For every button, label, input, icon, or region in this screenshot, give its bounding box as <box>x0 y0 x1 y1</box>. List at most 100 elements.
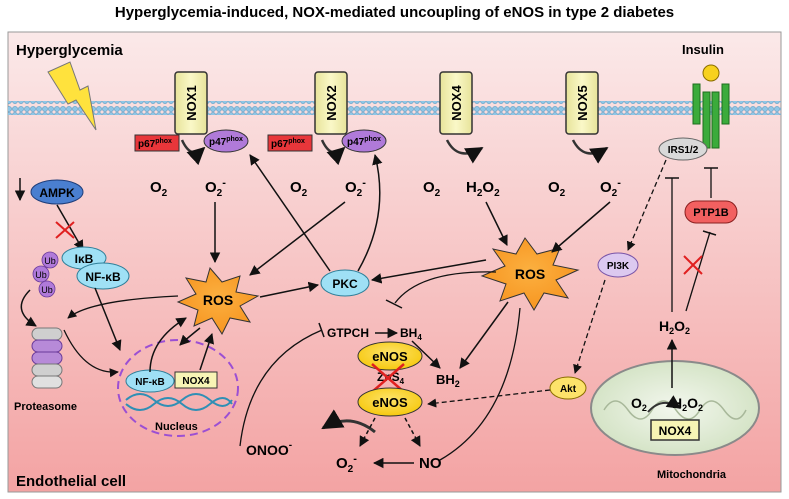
irs-to-pi3k-dashed <box>626 159 667 251</box>
ros-left-label: ROS <box>203 292 233 308</box>
nox2-label: NOX2 <box>324 85 339 120</box>
insulin-receptor-stem-right <box>711 91 720 149</box>
nox2-o2: O2 <box>290 179 308 199</box>
nox1-p67-label: p67phox <box>138 138 172 150</box>
nfkb-node <box>76 262 130 290</box>
ub-circle-3 <box>38 280 56 298</box>
mito-nox4-arc-arrow <box>647 395 682 413</box>
pkc-to-nox2 <box>357 153 383 272</box>
diagram-title: Hyperglycemia-induced, NOX-mediated unco… <box>114 4 675 21</box>
nox2-p67-label: p67phox <box>271 138 305 150</box>
onoo-label: ONOO- <box>246 440 292 458</box>
enos-top <box>357 341 423 371</box>
ub-to-proteasome-arrow <box>20 289 37 327</box>
nucleus-nox4-label: NOX4 <box>182 376 210 387</box>
nox2-p47-subunit <box>341 129 387 153</box>
ptp1b-node <box>684 200 738 224</box>
ampk-node <box>30 179 84 205</box>
insulin-receptor-group: IRS1/2 <box>658 64 730 161</box>
nox2-arc-arrow <box>320 139 346 166</box>
insulin-receptor-stem-left <box>702 91 711 149</box>
ikb-label: IκB <box>75 252 94 266</box>
enos-to-no-dashed <box>404 417 421 447</box>
lightning-bolt-icon <box>47 61 97 131</box>
ampk-cross-icon <box>55 221 75 239</box>
nucleus <box>117 339 239 437</box>
nox4-o2: O2 <box>423 179 441 199</box>
ros-left-to-nucleus <box>179 327 201 346</box>
nox2-superoxide: O2- <box>345 177 366 199</box>
nox4-label: NOX4 <box>449 85 464 121</box>
h2o2-inhibits-ptp1b <box>685 231 711 312</box>
nox4-h2o2: H2O2 <box>466 179 500 199</box>
nox4-protein <box>439 71 473 135</box>
ros-to-pkc <box>259 281 320 298</box>
onoo-gtpch-bar <box>318 322 325 338</box>
nfkb-to-nucleus-arrow <box>94 287 122 351</box>
ros-right-burst <box>480 237 580 311</box>
ros-right-to-bh2 <box>459 301 509 369</box>
nox5-protein <box>565 71 599 135</box>
nucleus-nfkb-label: NF-κB <box>135 377 164 388</box>
proteasome-to-nucleus-curve <box>63 329 119 378</box>
irs-node <box>658 137 708 161</box>
ros-right-to-pkc <box>370 259 487 284</box>
h2o2-ptp1b-cross-icon <box>683 255 703 275</box>
mito-h2o2-free: H2O2 <box>659 318 690 336</box>
nox2-p47-label: p47phox <box>347 136 381 148</box>
ros-gtpch-bar <box>385 299 403 309</box>
bh4-label: BH4 <box>400 326 422 342</box>
ros-left-burst <box>176 266 260 336</box>
nox2-group: NOX2 p67phox p47phox O2 O2- <box>267 71 387 199</box>
nox1-group: NOX1 p67phox p47phox O2 O2- <box>134 71 249 199</box>
nucleus-label: Nucleus <box>155 421 198 433</box>
nfkb-label: NF-κB <box>85 270 121 284</box>
ptp1b-label: PTP1B <box>693 207 729 219</box>
nox1-arc-arrow <box>180 139 206 166</box>
nucleus-nox4-node <box>174 371 218 389</box>
nox2-protein <box>314 71 348 135</box>
nox1-o2: O2 <box>150 179 168 199</box>
insulin-receptor-right <box>721 83 730 125</box>
enos-top-label: eNOS <box>372 349 408 364</box>
nox5-label: NOX5 <box>575 85 590 120</box>
ub-label-1: Ub <box>44 256 56 266</box>
nox1-p47-subunit <box>203 129 249 153</box>
mito-nox4-label: NOX4 <box>659 424 692 438</box>
ampk-ikb-inhibit <box>56 204 84 251</box>
nucleus-nox4-to-ros <box>199 333 214 371</box>
akt-label: Akt <box>560 384 577 395</box>
insulin-label: Insulin <box>682 42 724 57</box>
nox5-arc-arrow <box>571 139 609 164</box>
hyperglycemia-label: Hyperglycemia <box>16 42 123 59</box>
no-superoxide-to-onoo-arrow <box>321 409 376 434</box>
ros-right-to-no <box>439 307 521 461</box>
ampk-label: AMPK <box>39 186 75 200</box>
nox5-superoxide-to-ros <box>551 201 611 253</box>
zns4-cross-icon <box>371 363 405 393</box>
nox5-o2: O2 <box>548 179 566 199</box>
nox5-superoxide: O2- <box>600 177 621 199</box>
pkc-label: PKC <box>332 277 358 291</box>
pi3k-label: PI3K <box>607 261 630 272</box>
gtpch-label: GTPCH <box>327 326 369 340</box>
mitochondria-cristae <box>603 400 747 420</box>
no-label: NO <box>419 455 442 472</box>
pi3k-to-akt-dashed <box>573 279 606 374</box>
enos-bottom-label: eNOS <box>372 395 408 410</box>
enos-to-superoxide-dashed <box>359 417 376 447</box>
nucleus-to-ros-arrow <box>149 317 187 373</box>
pkc-to-nox1 <box>249 154 331 272</box>
ros-inhibits-gtpch <box>394 271 497 304</box>
nox4-arc-arrow <box>445 139 484 164</box>
ros-right-label: ROS <box>515 266 545 282</box>
nox4-h2o2-to-ros <box>485 201 508 246</box>
pi3k-node <box>597 252 639 278</box>
nox1-protein <box>174 71 208 135</box>
mitochondria-label: Mitochondria <box>657 469 727 481</box>
nox1-p67-subunit <box>134 134 180 152</box>
bottom-superoxide: O2- <box>336 453 357 475</box>
ub-circle-1 <box>41 251 59 269</box>
